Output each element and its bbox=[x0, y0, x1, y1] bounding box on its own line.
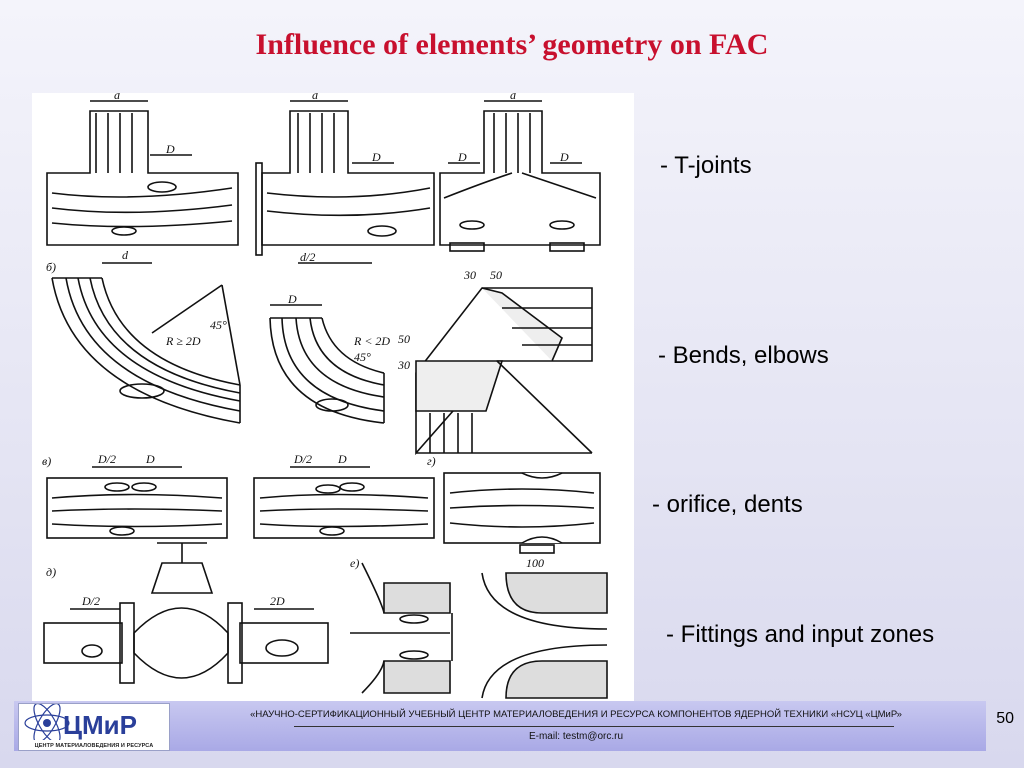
dim-d-3: d bbox=[312, 93, 319, 102]
dim-r-ge-2d: R ≥ 2D bbox=[165, 334, 201, 348]
panel-label-v: в) bbox=[42, 454, 51, 468]
label-t-joints: - T-joints bbox=[660, 152, 752, 179]
dim-angle-1: 45° bbox=[210, 318, 227, 332]
input-zone-1 bbox=[350, 562, 453, 694]
t-joint-3 bbox=[439, 100, 601, 252]
orifice-2 bbox=[253, 466, 435, 539]
dim-D-6: D bbox=[145, 452, 155, 466]
label-orifice: - orifice, dents bbox=[652, 491, 803, 518]
t-joint-2 bbox=[255, 100, 435, 264]
label-fittings: - Fittings and input zones bbox=[666, 621, 935, 648]
dim-D-1: D bbox=[165, 142, 175, 156]
bend-large-radius bbox=[51, 277, 241, 424]
geometry-diagram: б) в) г) д) е) d D d d D d/2 d D D R ≥ 2… bbox=[42, 93, 608, 699]
panel-label-e: е) bbox=[350, 556, 359, 570]
label-bends: - Bends, elbows bbox=[658, 342, 829, 369]
dim-30-2: 30 bbox=[397, 358, 410, 372]
dim-d-4: d bbox=[510, 93, 517, 102]
valve bbox=[43, 542, 329, 684]
dim-50-1: 50 bbox=[490, 268, 502, 282]
dim-D-half-1: D/2 bbox=[97, 452, 116, 466]
bend-small-radius bbox=[269, 304, 385, 424]
footer-divider bbox=[294, 726, 894, 727]
logo-caption: ЦЕНТР МАТЕРИАЛОВЕДЕНИЯ И РЕСУРСА bbox=[34, 743, 154, 749]
dim-2D: 2D bbox=[270, 594, 285, 608]
footer-email: E-mail: testm@orc.ru bbox=[528, 731, 624, 742]
dim-D-3: D bbox=[457, 150, 467, 164]
dim-D-2: D bbox=[371, 150, 381, 164]
panel-label-b: б) bbox=[46, 260, 56, 274]
dim-D-5: D bbox=[287, 292, 297, 306]
dim-D-half-2: D/2 bbox=[293, 452, 312, 466]
footer-organization: «НАУЧНО-СЕРТИФИКАЦИОННЫЙ УЧЕБНЫЙ ЦЕНТР М… bbox=[250, 709, 902, 720]
dim-d-half: d/2 bbox=[300, 250, 315, 264]
dim-D-7: D bbox=[337, 452, 347, 466]
slide-title: Influence of elements’ geometry on FAC bbox=[255, 28, 769, 61]
geometry-figure: б) в) г) д) е) d D d d D d/2 d D D R ≥ 2… bbox=[32, 93, 634, 703]
panel-label-d: д) bbox=[46, 565, 56, 579]
dim-d-1: d bbox=[114, 93, 121, 102]
dim-100: 100 bbox=[526, 556, 544, 570]
footer-bar: ЦМиР ЦЕНТР МАТЕРИАЛОВЕДЕНИЯ И РЕСУРСА «Н… bbox=[14, 701, 986, 751]
dim-50-2: 50 bbox=[398, 332, 410, 346]
page-number: 50 bbox=[996, 710, 1014, 727]
input-zone-2 bbox=[481, 572, 608, 699]
dim-r-lt-2d: R < 2D bbox=[353, 334, 390, 348]
atom-logo-icon: ЦМиР bbox=[24, 702, 137, 744]
t-joint-1 bbox=[46, 100, 239, 264]
orifice-1 bbox=[46, 466, 228, 539]
dim-D-half-3: D/2 bbox=[81, 594, 100, 608]
dim-30-1: 30 bbox=[463, 268, 476, 282]
dent bbox=[443, 472, 601, 554]
center-logo: ЦМиР ЦЕНТР МАТЕРИАЛОВЕДЕНИЯ И РЕСУРСА bbox=[18, 702, 170, 751]
dim-d-2: d bbox=[122, 248, 129, 262]
logo-wordmark: ЦМиР bbox=[63, 710, 137, 740]
dim-D-4: D bbox=[559, 150, 569, 164]
dim-angle-2: 45° bbox=[354, 350, 371, 364]
panel-label-g: г) bbox=[427, 454, 436, 468]
miter-elbow bbox=[415, 287, 593, 456]
